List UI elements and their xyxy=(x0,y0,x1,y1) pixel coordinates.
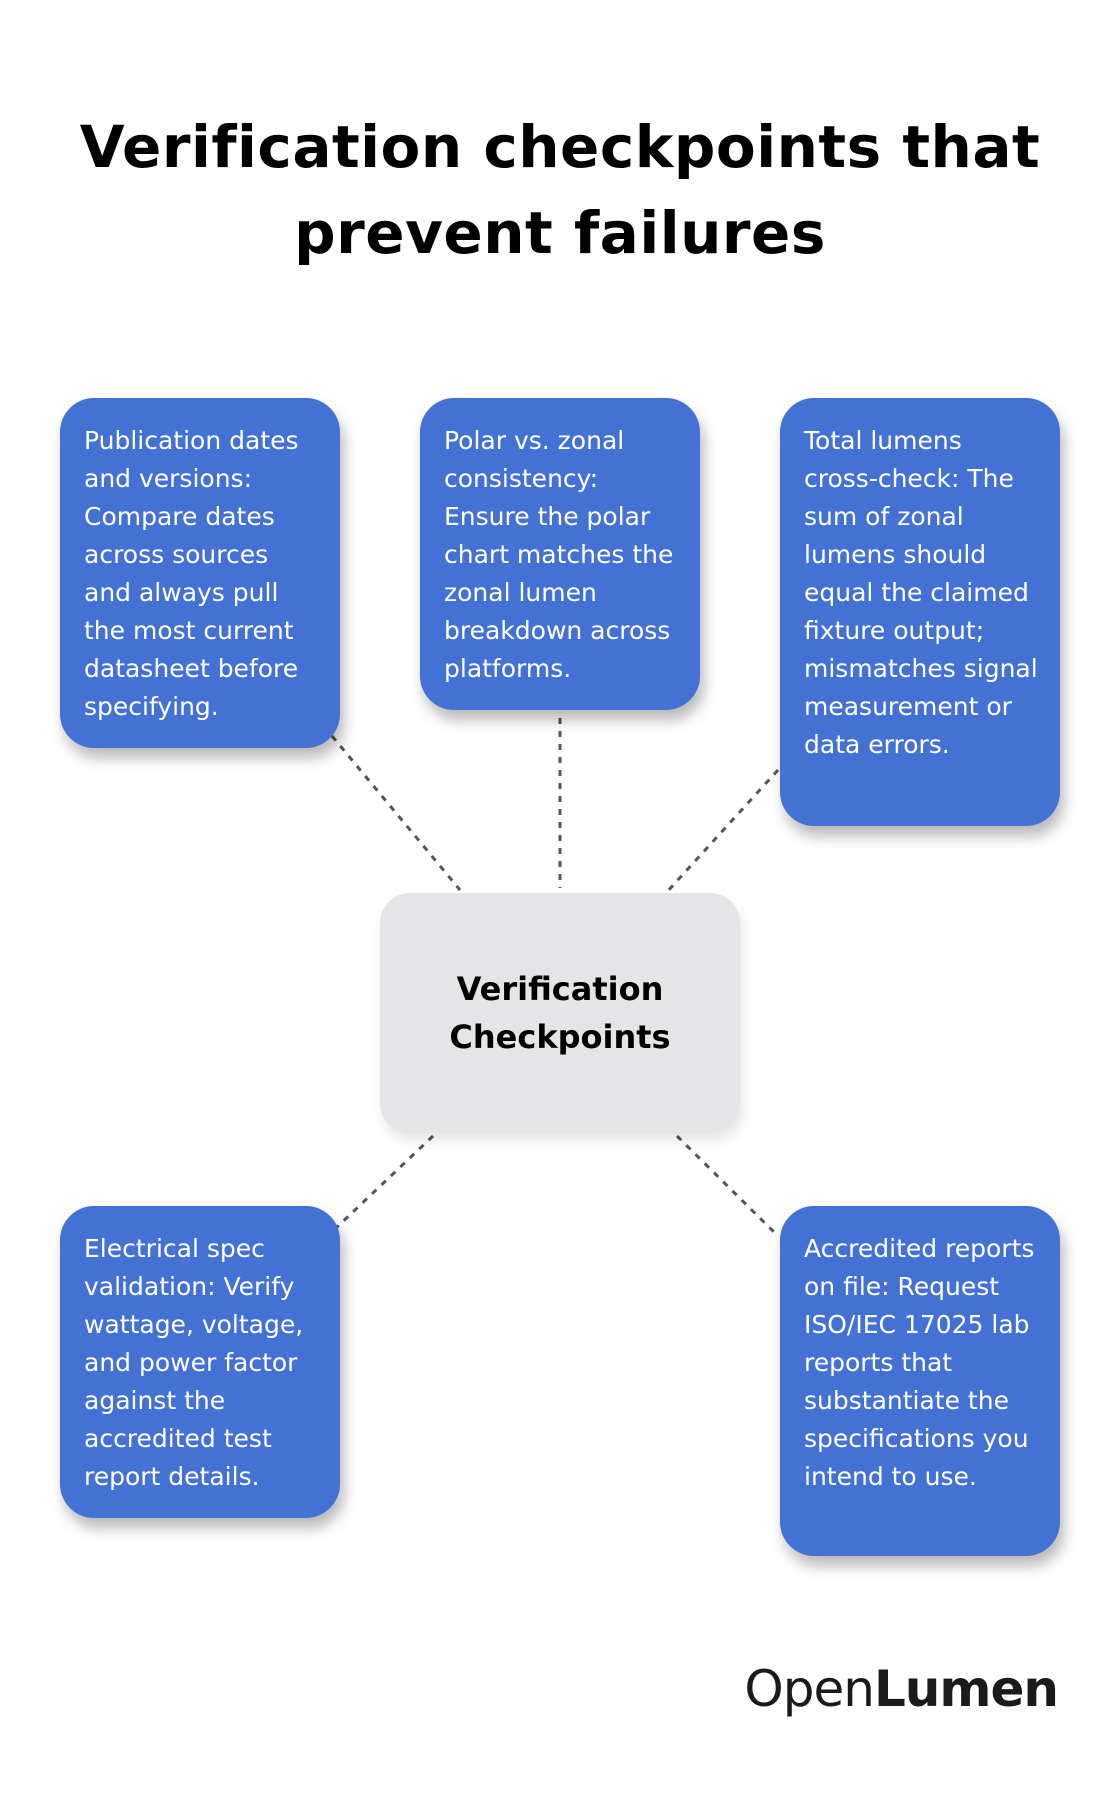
connector-bottom-right xyxy=(675,1134,780,1238)
checkpoint-accredited-reports: Accredited reports on file: Request ISO/… xyxy=(780,1206,1060,1556)
connector-bottom-left xyxy=(334,1134,435,1230)
logo-open: Open xyxy=(744,1660,875,1718)
openlumen-logo: OpenLumen xyxy=(744,1660,1059,1718)
center-label: Verification Checkpoints xyxy=(449,970,671,1056)
checkpoint-electrical-spec: Electrical spec validation: Verify watta… xyxy=(60,1206,340,1518)
checkpoint-total-lumens: Total lumens cross-check: The sum of zon… xyxy=(780,398,1060,826)
connector-top-left xyxy=(330,735,462,891)
center-node: Verification Checkpoints xyxy=(380,893,740,1133)
connector-top-right xyxy=(664,768,780,895)
logo-lumen: Lumen xyxy=(873,1660,1059,1718)
checkpoint-publication-dates: Publication dates and versions: Compare … xyxy=(60,398,340,748)
page-title: Verification checkpoints that prevent fa… xyxy=(79,113,1041,267)
checkpoint-polar-zonal: Polar vs. zonal consistency: Ensure the … xyxy=(420,398,700,710)
